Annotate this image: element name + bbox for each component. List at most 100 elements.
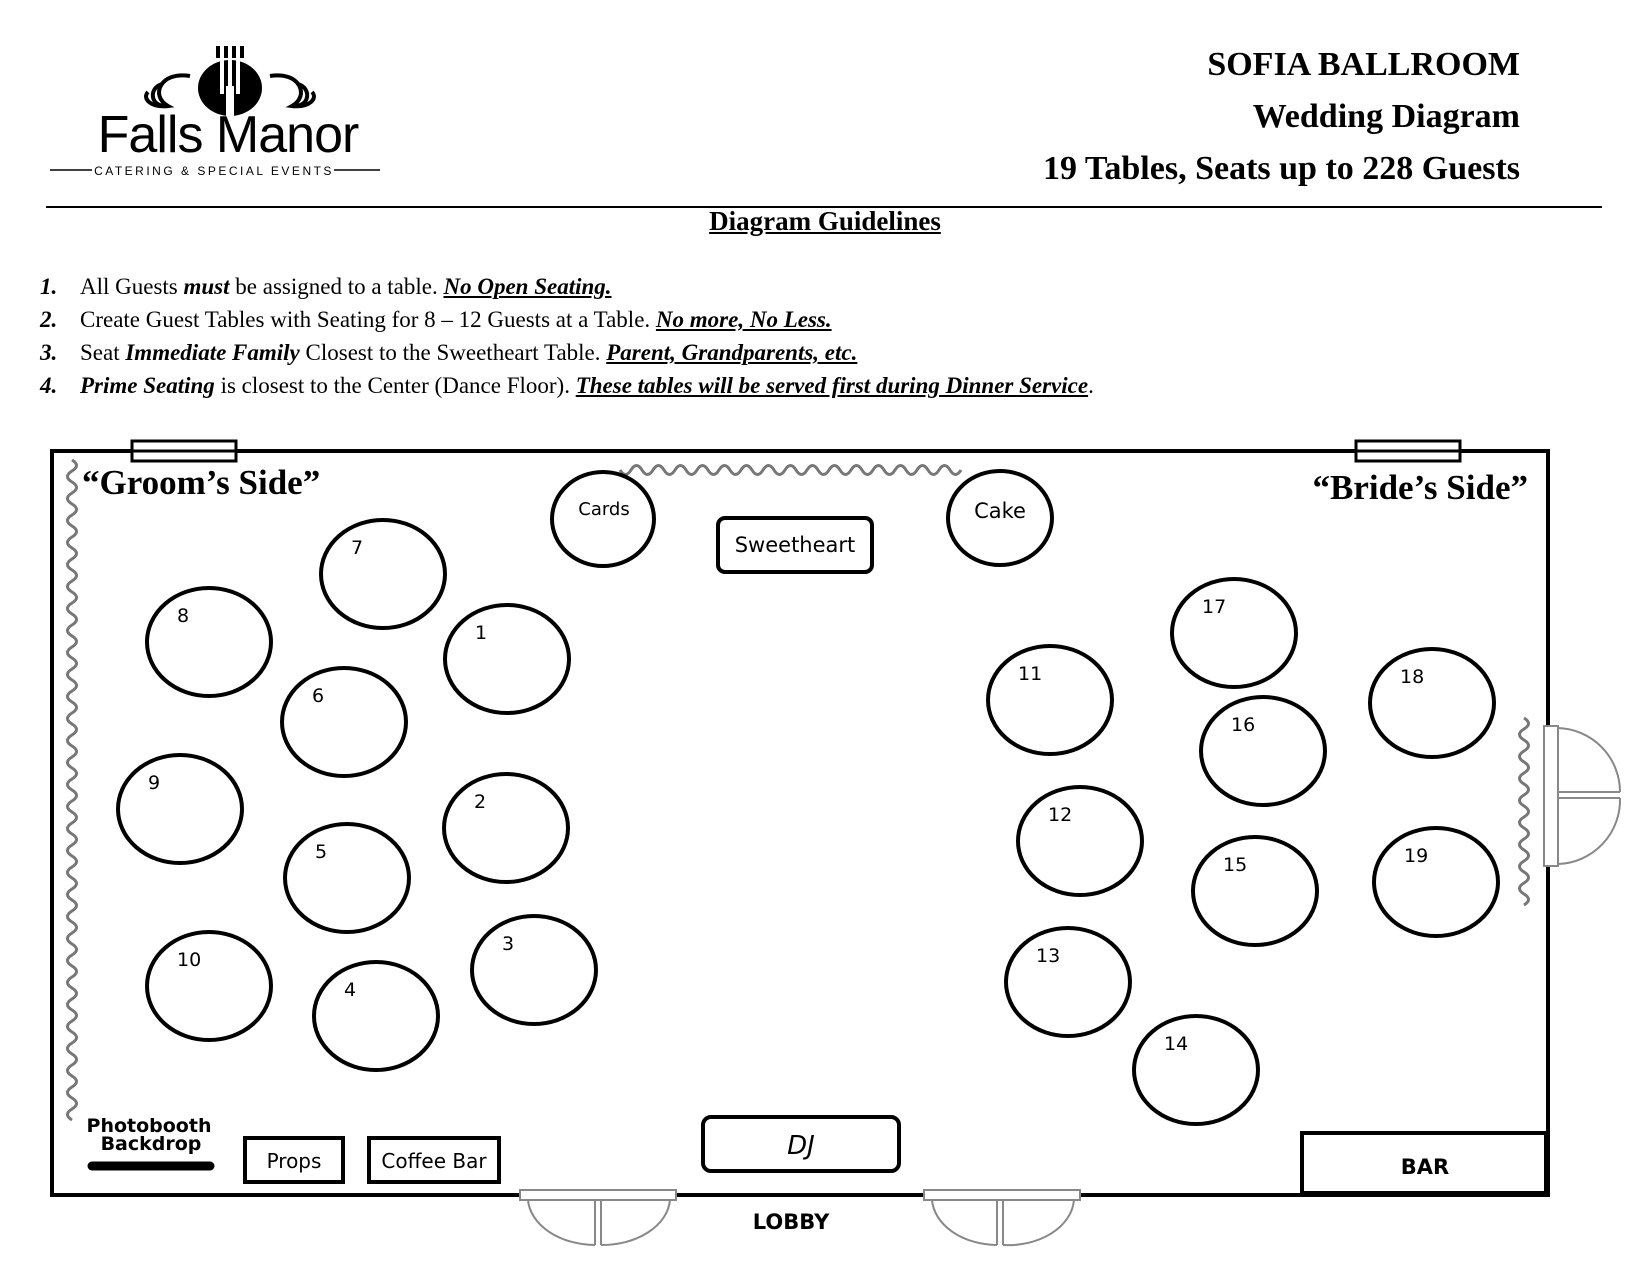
guest-table-circle bbox=[1016, 785, 1144, 897]
cards-label: Cards bbox=[578, 499, 630, 520]
guideline-text: Create Guest Tables with Seating for 8 –… bbox=[80, 307, 656, 332]
guest-table-circle bbox=[319, 518, 447, 630]
guest-table-circle bbox=[145, 586, 273, 698]
guideline-text: These tables will be served first during… bbox=[575, 373, 1089, 398]
guest-table-number: 8 bbox=[177, 605, 189, 627]
guideline-item: 1. All Guests must be assigned to a table… bbox=[40, 270, 1560, 303]
right-wall-drape bbox=[1518, 716, 1530, 907]
guest-table-number: 15 bbox=[1223, 854, 1247, 876]
guideline-item: 2. Create Guest Tables with Seating for 8… bbox=[40, 303, 1560, 336]
guest-table-number: 5 bbox=[315, 841, 327, 863]
guest-table-4[interactable]: 4 bbox=[312, 960, 440, 1072]
bar-label: BAR bbox=[1401, 1155, 1449, 1179]
left-wall-drape bbox=[66, 458, 78, 1122]
guideline-text: Immediate Family bbox=[125, 340, 300, 365]
guest-table-circle bbox=[1372, 826, 1500, 938]
guest-table-19[interactable]: 19 bbox=[1372, 826, 1500, 938]
guest-table-number: 4 bbox=[344, 979, 356, 1001]
guest-table-13[interactable]: 13 bbox=[1004, 926, 1132, 1038]
logo-wordmark: Falls Manor bbox=[98, 106, 359, 164]
guest-table-number: 2 bbox=[474, 791, 486, 813]
guest-table-5[interactable]: 5 bbox=[283, 822, 411, 934]
lobby-label: LOBBY bbox=[753, 1210, 830, 1234]
dj-label: DJ bbox=[787, 1131, 815, 1161]
guest-table-16[interactable]: 16 bbox=[1199, 695, 1327, 807]
guest-table-6[interactable]: 6 bbox=[280, 666, 408, 778]
guest-table-circle bbox=[1368, 647, 1496, 759]
guest-table-circle bbox=[1132, 1014, 1260, 1126]
guest-table-number: 17 bbox=[1202, 596, 1226, 618]
guidelines-list: 1. All Guests must be assigned to a table… bbox=[40, 270, 1560, 402]
guideline-text: Parent, Grandparents, etc. bbox=[606, 340, 858, 365]
guest-table-2[interactable]: 2 bbox=[442, 772, 570, 884]
guest-table-number: 1 bbox=[475, 622, 487, 644]
guest-table-circle bbox=[986, 644, 1114, 756]
photobooth-backdrop[interactable]: Photobooth Backdrop bbox=[87, 1115, 215, 1171]
guest-table-circle bbox=[1170, 577, 1298, 689]
guideline-number: 2. bbox=[40, 307, 58, 332]
guideline-item: 4. Prime Seating is closest to the Center… bbox=[40, 369, 1560, 402]
guest-table-18[interactable]: 18 bbox=[1368, 647, 1496, 759]
guest-table-17[interactable]: 17 bbox=[1170, 577, 1298, 689]
guideline-text: No more, No Less. bbox=[655, 307, 832, 332]
guideline-text: must bbox=[183, 274, 230, 299]
guest-table-circle bbox=[443, 603, 571, 715]
guest-table-3[interactable]: 3 bbox=[470, 914, 598, 1026]
props-table[interactable]: Props bbox=[243, 1136, 345, 1184]
document-title: Wedding Diagram bbox=[1252, 98, 1520, 135]
props-label: Props bbox=[267, 1149, 322, 1173]
guest-table-circle bbox=[283, 822, 411, 934]
guest-table-circle bbox=[470, 914, 598, 1026]
guest-table-number: 13 bbox=[1036, 945, 1060, 967]
guest-table-circle bbox=[1191, 835, 1319, 947]
header-rule bbox=[46, 206, 1602, 208]
guest-table-number: 9 bbox=[148, 772, 160, 794]
guidelines-title: Diagram Guidelines bbox=[709, 206, 941, 236]
cake-table[interactable]: Cake bbox=[946, 469, 1054, 567]
guest-table-number: 12 bbox=[1048, 804, 1072, 826]
cards-table[interactable]: Cards bbox=[550, 470, 656, 568]
guideline-text: Closest to the Sweetheart Table. bbox=[299, 340, 607, 365]
guideline-text: is closest to the Center (Dance Floor). bbox=[214, 373, 576, 398]
guest-table-circle bbox=[116, 753, 244, 865]
guideline-number: 1. bbox=[40, 274, 58, 299]
guideline-item: 3.Seat Immediate Family Closest to the S… bbox=[40, 336, 1560, 369]
guest-table-12[interactable]: 12 bbox=[1016, 785, 1144, 897]
guideline-text: Prime Seating bbox=[80, 373, 215, 398]
guest-table-circle bbox=[1199, 695, 1327, 807]
groom-side-label: “Groom’s Side” bbox=[82, 463, 320, 502]
guideline-number: 4. bbox=[40, 373, 58, 398]
coffee-bar-label: Coffee Bar bbox=[381, 1149, 487, 1173]
guest-table-circle bbox=[312, 960, 440, 1072]
guest-table-circle bbox=[442, 772, 570, 884]
guest-table-number: 6 bbox=[312, 685, 324, 707]
guest-table-number: 14 bbox=[1164, 1033, 1188, 1055]
backdrop-label: Backdrop bbox=[101, 1133, 202, 1155]
guest-table-1[interactable]: 1 bbox=[443, 603, 571, 715]
guest-table-10[interactable]: 10 bbox=[145, 930, 273, 1042]
dj-booth[interactable]: DJ bbox=[701, 1115, 901, 1173]
guest-table-number: 7 bbox=[351, 537, 363, 559]
guest-table-15[interactable]: 15 bbox=[1191, 835, 1319, 947]
guideline-text: be assigned to a table. bbox=[229, 274, 444, 299]
guest-table-8[interactable]: 8 bbox=[145, 586, 273, 698]
capacity-line: 19 Tables, Seats up to 228 Guests bbox=[1042, 150, 1520, 187]
bar[interactable]: BAR bbox=[1300, 1131, 1548, 1195]
guest-table-number: 16 bbox=[1231, 714, 1255, 736]
guest-table-14[interactable]: 14 bbox=[1132, 1014, 1260, 1126]
guest-table-circle bbox=[280, 666, 408, 778]
guest-table-11[interactable]: 11 bbox=[986, 644, 1114, 756]
coffee-bar[interactable]: Coffee Bar bbox=[367, 1136, 501, 1184]
sweetheart-label: Sweetheart bbox=[735, 533, 856, 557]
guest-table-9[interactable]: 9 bbox=[116, 753, 244, 865]
guest-table-7[interactable]: 7 bbox=[319, 518, 447, 630]
guideline-text: All Guests bbox=[80, 274, 184, 299]
bottom-right-door bbox=[923, 1189, 1081, 1247]
sweetheart-table[interactable]: Sweetheart bbox=[716, 516, 874, 574]
guideline-text: . bbox=[1088, 373, 1094, 398]
top-wall-drape bbox=[618, 464, 963, 476]
guest-table-number: 11 bbox=[1018, 663, 1042, 685]
bride-side-label: “Bride’s Side” bbox=[1312, 468, 1528, 507]
guest-table-number: 3 bbox=[502, 933, 514, 955]
